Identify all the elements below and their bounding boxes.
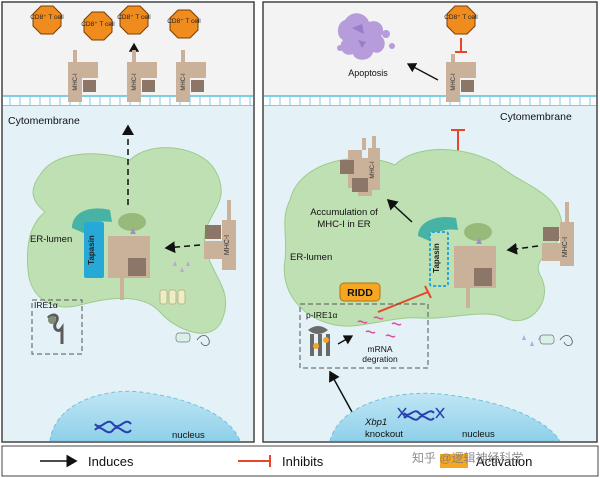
right-er-lumen-label: ER-lumen: [290, 252, 332, 263]
mhc-to-apoptosis-arrow: [406, 63, 439, 81]
mhc-label: MHC-I: [562, 237, 569, 257]
xbp1-to-ire1-arrow: [329, 370, 353, 413]
tcell-label: CD8⁺ T cell: [444, 14, 478, 21]
left-nucleus: nucleus: [49, 390, 241, 442]
right-mhc-to-er-arrow: [506, 242, 539, 255]
left-tcell-3: CD8⁺ T cell: [117, 5, 151, 35]
accumulation-label-line1: Accumulation of: [310, 207, 378, 218]
legend-inhibits-label: Inhibits: [282, 454, 324, 469]
right-incoming-mhc: MHC-I: [542, 202, 574, 266]
right-nucleus-label: nucleus: [462, 429, 495, 440]
left-surface-mhc-3: MHC-I: [176, 50, 206, 102]
tapasin-label: Tapasin: [87, 235, 96, 265]
ire1-label: IRE1α: [34, 300, 58, 310]
right-cytomembrane-label: Cytomembrane: [500, 111, 572, 123]
p-ire1-complex: [308, 326, 330, 356]
legend-activation-label: Activation: [476, 454, 532, 469]
left-incoming-mhc: MHC-I: [204, 200, 236, 270]
right-membrane: [264, 95, 596, 107]
tcell-label: CD8⁺ T cell: [167, 18, 201, 25]
ire1-to-mrna-arrow: [337, 335, 354, 345]
tcell-label: CD8⁺ T cell: [81, 21, 115, 28]
mhc-label: MHC-I: [132, 73, 138, 91]
legend-activation: Activation: [440, 454, 532, 469]
tcell-inhibit-mark: [455, 38, 467, 53]
left-ribosome: [175, 332, 210, 346]
watermark: 知乎 @逻辑神经科学: [412, 450, 524, 465]
left-nucleus-label: nucleus: [172, 430, 205, 441]
apoptosis-cell: Apoptosis: [337, 13, 395, 78]
left-ire1-box: IRE1α: [31, 299, 83, 355]
apoptosis-label: Apoptosis: [348, 68, 388, 78]
legend-induces: Induces: [40, 454, 134, 469]
accumulated-mhc-cluster: MHC-I: [340, 136, 380, 196]
left-proteasome: [159, 289, 186, 305]
left-er-lumen-label: ER-lumen: [30, 234, 72, 245]
right-tcell: CD8⁺ T cell: [444, 5, 478, 35]
left-tcell-2: CD8⁺ T cell: [81, 11, 115, 41]
left-cytomembrane-label: Cytomembrane: [8, 115, 80, 127]
left-surface-mhc-1: MHC-I: [68, 50, 98, 102]
left-tapasin-complex: Tapasin: [72, 208, 150, 300]
ridd-inhibit-tapasin: [377, 285, 432, 313]
mhc-label: MHC-I: [224, 235, 231, 255]
left-surface-mhc-2: MHC-I: [127, 50, 157, 102]
right-panel: Apoptosis CD8⁺ T cell MHC-I Cytomembrane: [262, 1, 598, 443]
right-tapasin-complex: Tapasin: [418, 216, 496, 308]
xbp1-label: Xbp1: [364, 417, 387, 428]
p-ire1-box: p-IRE1α mRNA degration: [299, 303, 429, 369]
knockout-label: knockout: [365, 429, 403, 440]
tcell-label: CD8⁺ T cell: [30, 14, 64, 21]
accumulation-label-line2: MHC-I in ER: [317, 219, 370, 230]
tapasin-label: Tapasin: [432, 243, 441, 273]
legend: Induces Inhibits Activation 知乎 @逻辑神经科学: [1, 445, 599, 477]
left-panel: CD8⁺ T cell CD8⁺ T cell CD8⁺ T cell CD8⁺…: [1, 1, 255, 443]
mhc-label: MHC-I: [370, 161, 376, 179]
left-tcell-4: CD8⁺ T cell: [167, 9, 201, 39]
mrna-label-line1: mRNA: [367, 344, 392, 354]
ridd-badge: RIDD: [339, 282, 381, 302]
left-mhc-to-er-arrow: [164, 241, 201, 254]
ridd-label: RIDD: [347, 287, 373, 299]
tcell-label: CD8⁺ T cell: [117, 14, 151, 21]
right-nucleus: Xbp1 knockout nucleus: [329, 392, 561, 442]
er-to-accumulation-arrow: [386, 198, 413, 223]
mrna-fragments: [357, 316, 402, 338]
mhc-label: MHC-I: [451, 73, 457, 91]
legend-induces-label: Induces: [88, 454, 134, 469]
right-surface-mhc: MHC-I: [446, 54, 476, 102]
mhc-label: MHC-I: [181, 73, 187, 91]
p-ire1-label: p-IRE1α: [306, 310, 337, 320]
right-ribosome: [539, 334, 573, 346]
legend-inhibits: Inhibits: [238, 454, 324, 469]
mhc-label: MHC-I: [73, 73, 79, 91]
left-peptides: [173, 261, 190, 272]
left-tcell-1: CD8⁺ T cell: [30, 5, 64, 35]
mrna-label-line2: degration: [362, 354, 398, 364]
